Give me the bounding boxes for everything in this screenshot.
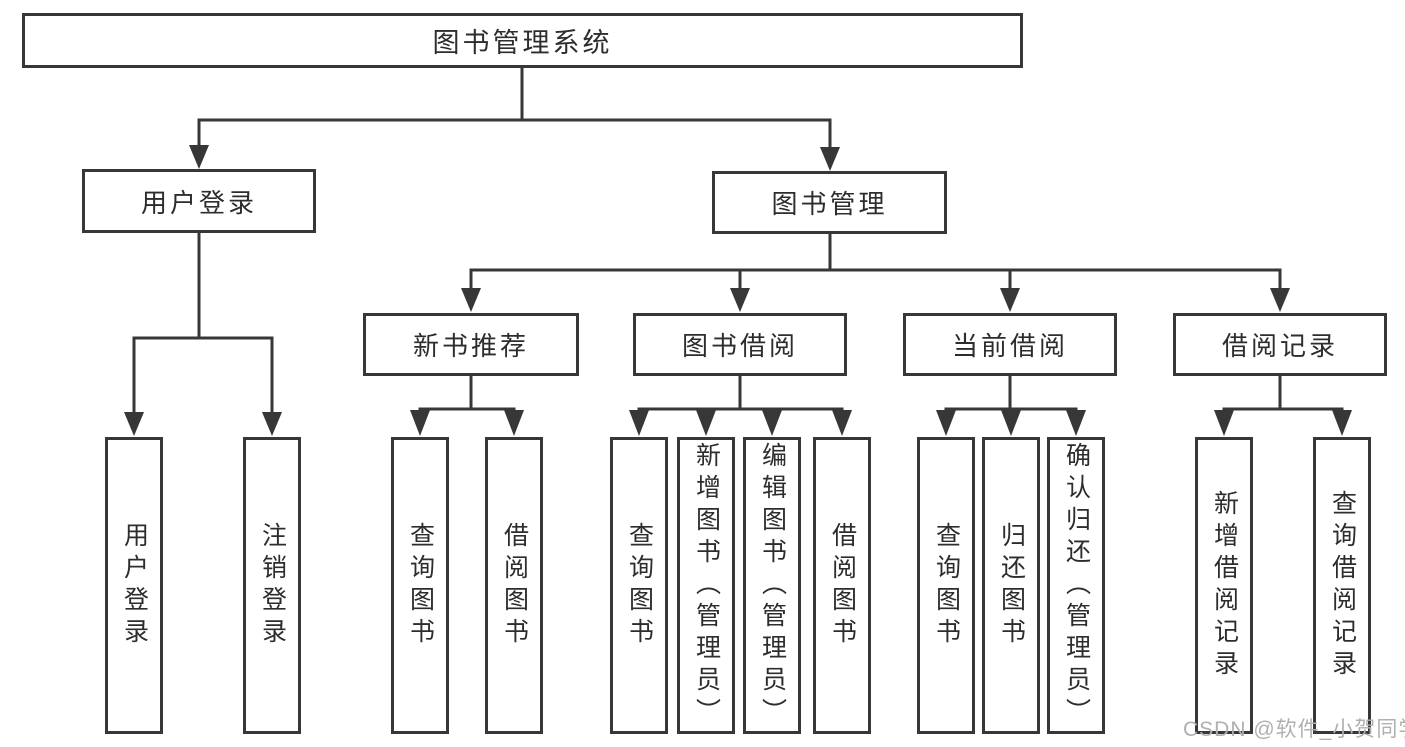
edge-root-to-level2 <box>189 66 840 171</box>
leaf-logout-label: 注销登录 <box>258 521 287 650</box>
node-book-management: 图书管理 <box>712 171 947 234</box>
leaf-confirm-return-admin: 确认归还（管理员） <box>1047 437 1105 734</box>
node-book-borrowing: 图书借阅 <box>633 313 847 376</box>
node-library-system: 图书管理系统 <box>22 13 1023 68</box>
leaf-logout: 注销登录 <box>243 437 301 734</box>
leaf-borrow-books-recommend-label: 借阅图书 <box>500 521 529 650</box>
leaf-edit-book-admin: 编辑图书（管理员） <box>743 437 801 734</box>
leaf-query-borrow-record: 查询借阅记录 <box>1313 437 1371 734</box>
leaf-query-borrow-record-label: 查询借阅记录 <box>1328 489 1357 682</box>
leaf-borrow-books-borrowing-label: 借阅图书 <box>828 521 857 650</box>
edge-book-borrowing-children <box>629 376 852 436</box>
csdn-watermark: CSDN @软件_小贺同学 <box>1183 718 1405 741</box>
node-borrowing-records-label: 借阅记录 <box>1221 331 1338 361</box>
leaf-edit-book-admin-label: 编辑图书（管理员） <box>758 441 787 730</box>
leaf-add-borrow-record: 新增借阅记录 <box>1195 437 1253 734</box>
node-library-system-label: 图书管理系统 <box>432 28 613 58</box>
node-new-book-recommend: 新书推荐 <box>363 313 579 376</box>
leaf-query-books-recommend-label: 查询图书 <box>406 521 435 650</box>
leaf-query-books-borrowing: 查询图书 <box>610 437 668 734</box>
node-borrowing-records: 借阅记录 <box>1173 313 1387 376</box>
leaf-query-books-current: 查询图书 <box>917 437 975 734</box>
edge-new-book-rec-children <box>410 376 524 436</box>
node-current-borrowing: 当前借阅 <box>903 313 1117 376</box>
leaf-return-books: 归还图书 <box>982 437 1040 734</box>
leaf-query-books-recommend: 查询图书 <box>391 437 449 734</box>
edge-user-login-children <box>124 233 282 436</box>
leaf-user-login-label: 用户登录 <box>120 521 149 650</box>
leaf-add-borrow-record-label: 新增借阅记录 <box>1210 489 1239 682</box>
edge-book-mgmt-children <box>461 234 1290 312</box>
leaf-add-book-admin: 新增图书（管理员） <box>677 437 735 734</box>
node-new-book-recommend-label: 新书推荐 <box>412 331 529 361</box>
node-book-management-label: 图书管理 <box>771 189 888 219</box>
node-current-borrowing-label: 当前借阅 <box>951 331 1068 361</box>
edge-current-borrowing-children <box>936 376 1086 436</box>
leaf-query-books-borrowing-label: 查询图书 <box>625 521 654 650</box>
leaf-query-books-current-label: 查询图书 <box>932 521 961 650</box>
node-book-borrowing-label: 图书借阅 <box>681 331 798 361</box>
node-user-login-label: 用户登录 <box>140 187 257 218</box>
leaf-borrow-books-borrowing: 借阅图书 <box>813 437 871 734</box>
leaf-add-book-admin-label: 新增图书（管理员） <box>692 441 721 730</box>
leaf-borrow-books-recommend: 借阅图书 <box>485 437 543 734</box>
leaf-user-login: 用户登录 <box>105 437 163 734</box>
leaf-return-books-label: 归还图书 <box>997 521 1026 650</box>
node-user-login: 用户登录 <box>82 169 316 233</box>
edge-borrowing-records-children <box>1214 376 1352 436</box>
leaf-confirm-return-admin-label: 确认归还（管理员） <box>1062 441 1091 730</box>
